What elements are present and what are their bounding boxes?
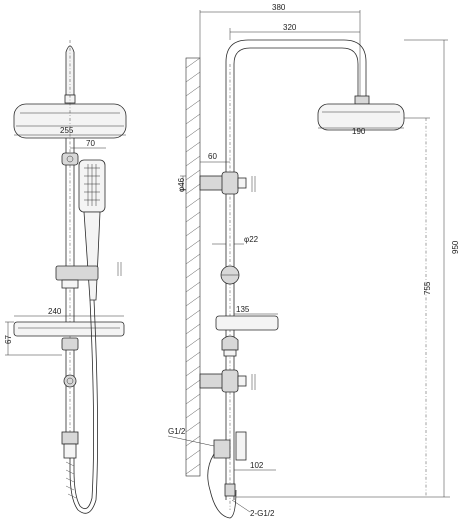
side-shelf	[215, 315, 279, 331]
side-head-connector	[354, 95, 370, 105]
wall-hatching	[185, 57, 201, 475]
dim-side-total-reach: 380	[272, 3, 286, 12]
dim-side-shelf-width: 135	[236, 305, 250, 314]
dim-front-shelf-height: 67	[4, 335, 13, 344]
side-hose	[207, 453, 237, 519]
front-holder-upper	[61, 152, 79, 166]
front-slider	[55, 265, 99, 281]
side-inlet-elbow	[213, 439, 231, 459]
front-inlet	[61, 431, 79, 445]
dim-side-arm-reach: 320	[283, 23, 297, 32]
dim-side-bracket-dia: φ46	[177, 177, 186, 192]
front-view: 255 70 240 67	[4, 40, 127, 514]
side-upper-knob	[237, 177, 247, 189]
dim-side-head-width: 190	[352, 127, 366, 136]
side-upper-clamp	[221, 171, 239, 195]
dim-side-total-height: 950	[451, 240, 460, 254]
side-shower-head	[317, 103, 405, 131]
dim-front-head-width: 255	[60, 126, 74, 135]
side-diverter	[221, 335, 239, 351]
side-column-outer	[225, 39, 367, 500]
side-lower-knob	[237, 375, 247, 387]
front-inlet-nut	[63, 443, 77, 459]
side-lower-bracket	[199, 373, 225, 389]
dim-side-wall-offset: 60	[208, 152, 217, 161]
dim-front-hand-shower-width: 70	[86, 139, 95, 148]
side-column-inner	[233, 47, 359, 500]
side-lower-clamp	[221, 369, 239, 393]
side-diverter-base	[223, 349, 237, 357]
dim-side-height-755: 755	[423, 281, 432, 295]
dim-side-pipe-dia: φ22	[244, 235, 259, 244]
front-hose	[69, 299, 98, 514]
front-shelf	[13, 321, 125, 337]
wall-section	[185, 57, 201, 477]
front-column-top	[65, 45, 75, 96]
dim-side-hose-thread: 2-G1/2	[250, 509, 275, 518]
dim-front-shelf-width: 240	[48, 307, 62, 316]
front-hand-shower-handle	[83, 211, 101, 301]
front-lower-bracket	[63, 374, 77, 388]
front-diverter	[61, 337, 79, 351]
dim-side-inlet-offset: 102	[250, 461, 264, 470]
dim-side-inlet-thread: G1/2	[168, 427, 186, 436]
front-slider-bottom	[61, 279, 79, 289]
side-inlet-valve	[235, 431, 247, 461]
side-view: 380 320 190 950 755 60 φ46	[167, 3, 460, 519]
side-upper-bracket	[199, 175, 225, 191]
side-hose-nut	[224, 483, 236, 497]
